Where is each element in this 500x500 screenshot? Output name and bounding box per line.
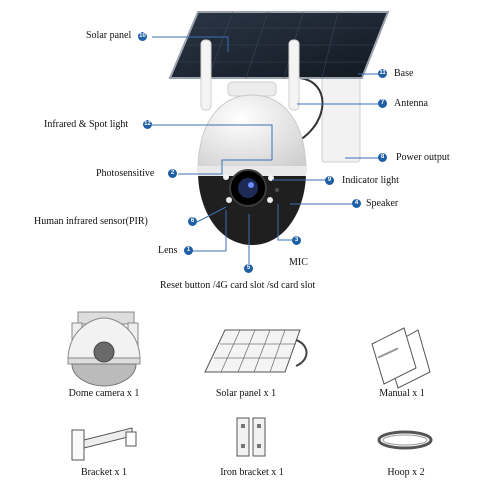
badge-5: 5	[244, 264, 253, 273]
badge-3: 3	[292, 236, 301, 245]
antenna-right	[288, 39, 300, 111]
label-photosensitive: Photosensitive	[96, 168, 155, 179]
badge-8: 8	[378, 153, 387, 162]
badge-9: 9	[325, 176, 334, 185]
label-infrared-spot-light: Infrared & Spot light	[44, 119, 129, 130]
badge-2: 2	[168, 169, 177, 178]
badge-10: 10	[138, 32, 147, 41]
badge-4: 4	[352, 199, 361, 208]
badge-7: 7	[378, 99, 387, 108]
label-power-output: Power output	[396, 152, 450, 163]
dome-camera-icon	[67, 311, 141, 387]
badge-1: 1	[184, 246, 193, 255]
label-lens: Lens	[158, 245, 178, 256]
iron-bracket-icon	[236, 417, 266, 457]
badge-11: 11	[378, 69, 387, 78]
bracket-icon	[71, 427, 137, 461]
label-mic: MIC	[289, 257, 308, 268]
caption-dome-camera: Dome camera x 1	[68, 388, 140, 399]
camera-body	[197, 81, 307, 245]
label-antenna: Antenna	[394, 98, 428, 109]
leader-lines	[152, 36, 378, 264]
hoop-icon	[377, 430, 433, 450]
solar-panel-graphic	[168, 11, 390, 79]
label-base: Base	[394, 68, 414, 79]
antenna-left	[200, 39, 212, 111]
caption-hoop: Hoop x 2	[387, 467, 425, 478]
label-pir-sensor: Human infrared sensor(PIR)	[34, 216, 148, 227]
badge-6: 6	[188, 217, 197, 226]
caption-solar-panel: Solar panel x 1	[215, 388, 277, 399]
label-indicator-light: Indicator light	[342, 175, 399, 186]
solar-panel-icon	[204, 329, 308, 373]
label-speaker: Speaker	[366, 198, 399, 209]
caption-manual: Manual x 1	[379, 388, 425, 399]
caption-bracket: Bracket x 1	[80, 467, 128, 478]
manual-icon	[371, 327, 431, 389]
label-reset-slots: Reset button /4G card slot /sd card slot	[160, 280, 316, 291]
label-solar-panel: Solar panel	[86, 30, 132, 41]
caption-iron-bracket: Iron bracket x 1	[220, 467, 284, 478]
badge-12: 12	[143, 120, 152, 129]
